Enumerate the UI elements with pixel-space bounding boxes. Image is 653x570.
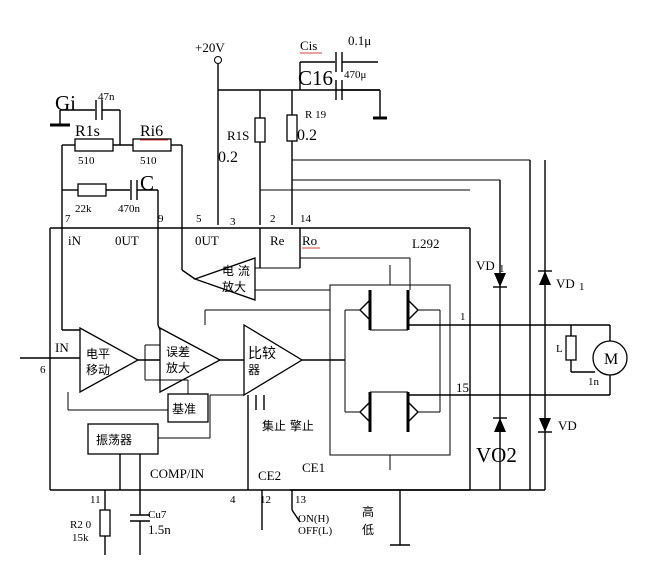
label-comp-in: COMP/IN — [150, 466, 205, 481]
label-r1s-val: 510 — [78, 155, 95, 167]
label-pin2: 2 — [270, 213, 276, 225]
oscillator-block — [87, 394, 244, 490]
diode-bridge — [470, 160, 610, 490]
label-ro: Ro — [302, 233, 317, 248]
label-c17-val: 1.5n — [148, 522, 171, 537]
reference-block — [160, 379, 209, 423]
label-vd-right: VD — [556, 276, 575, 291]
label-level-2: 移动 — [86, 363, 110, 377]
label-ref: 基准 — [172, 402, 196, 416]
label-r20-val: 15k — [72, 532, 89, 544]
resistor-r20 — [99, 490, 111, 555]
capacitor-c16 — [335, 80, 387, 120]
label-pin13: 13 — [295, 494, 307, 506]
capacitor-c — [130, 180, 159, 325]
label-c: C — [140, 171, 154, 195]
label-pin14: 14 — [300, 213, 312, 225]
label-high: 高 — [362, 504, 374, 519]
label-22k: 22k — [75, 203, 92, 215]
label-off: OFF(L) — [298, 525, 333, 537]
label-current-amp-1: 电 流 — [222, 264, 250, 278]
label-pin7: 7 — [65, 213, 71, 225]
label-cmp-1: 比较 — [248, 346, 276, 362]
label-cmp-2: 器 — [248, 363, 260, 377]
current-amplifier — [181, 228, 411, 301]
label-ce2: CE2 — [258, 468, 281, 483]
capacitor-cis — [299, 52, 378, 90]
label-470n: 470n — [118, 203, 141, 215]
label-r19: R 19 — [305, 109, 327, 121]
level-shift-amp — [20, 228, 168, 411]
label-r18-val: 0.2 — [218, 149, 238, 166]
label-r18: R1S — [227, 128, 249, 143]
label-l: L — [556, 343, 563, 355]
label-cis-val: 0.1μ — [348, 33, 371, 48]
label-c16: C16 — [298, 66, 333, 90]
motor — [565, 325, 628, 395]
label-vd-right-sub: 1 — [579, 281, 585, 293]
label-pin3: 3 — [230, 216, 236, 228]
label-c17: Cu7 — [148, 509, 167, 521]
label-gi-val: 47n — [98, 91, 115, 103]
label-low: 低 — [362, 523, 374, 537]
resistor-r16 — [132, 138, 183, 270]
label-r16: Ri6 — [140, 123, 163, 140]
label-pin1: 1 — [460, 311, 466, 323]
label-pin5: 5 — [196, 213, 202, 225]
resistor-r19 — [286, 90, 298, 225]
label-in: IN — [55, 340, 69, 355]
label-chip: L292 — [412, 236, 439, 251]
label-r16-val: 510 — [140, 155, 157, 167]
resistor-22k — [62, 183, 130, 197]
label-vd1: VD — [476, 258, 495, 273]
label-c16-val: 470μ — [344, 69, 367, 81]
label-current-amp-2: 放大 — [222, 279, 246, 294]
label-r19-val: 0.2 — [297, 127, 317, 144]
label-vd1-sub: 1 — [499, 263, 505, 275]
label-out2: 0UT — [195, 233, 219, 248]
label-r20: R2 0 — [70, 519, 92, 531]
label-pin4: 4 — [230, 494, 236, 506]
label-osc: 振荡器 — [96, 433, 132, 447]
label-pin15: 15 — [456, 380, 469, 395]
label-err-2: 放大 — [166, 360, 190, 375]
label-in-pin: iN — [68, 233, 82, 248]
error-amp — [144, 324, 244, 394]
label-ce1: CE1 — [302, 460, 325, 475]
comparator — [204, 309, 345, 490]
label-re: Re — [270, 233, 285, 248]
label-motor: M — [604, 351, 618, 368]
label-cis: Cis — [300, 38, 317, 53]
label-pin12: 12 — [260, 494, 271, 506]
label-vd2: VO2 — [476, 443, 517, 467]
enable-inputs — [261, 490, 410, 546]
label-pin11: 11 — [90, 494, 101, 506]
label-ln: 1n — [588, 376, 600, 388]
label-out1: 0UT — [115, 233, 139, 248]
capacitor-c17 — [130, 490, 150, 555]
h-bridge — [329, 265, 470, 470]
label-err-1: 误差 — [166, 345, 190, 359]
label-vd3: VD — [558, 418, 577, 433]
label-stop: 集止 擎止 — [262, 418, 314, 433]
resistor-r1s — [61, 138, 133, 228]
resistor-r18 — [254, 90, 266, 225]
label-supply: +20V — [195, 40, 225, 55]
label-on: ON(H) — [298, 513, 329, 525]
label-pin9: 9 — [158, 213, 164, 225]
label-r1s: R1s — [75, 123, 100, 140]
label-pin6: 6 — [40, 364, 46, 376]
label-level-1: 电平 — [86, 347, 110, 361]
capacitor-gi — [50, 100, 121, 145]
label-gi: Gi — [55, 91, 76, 115]
